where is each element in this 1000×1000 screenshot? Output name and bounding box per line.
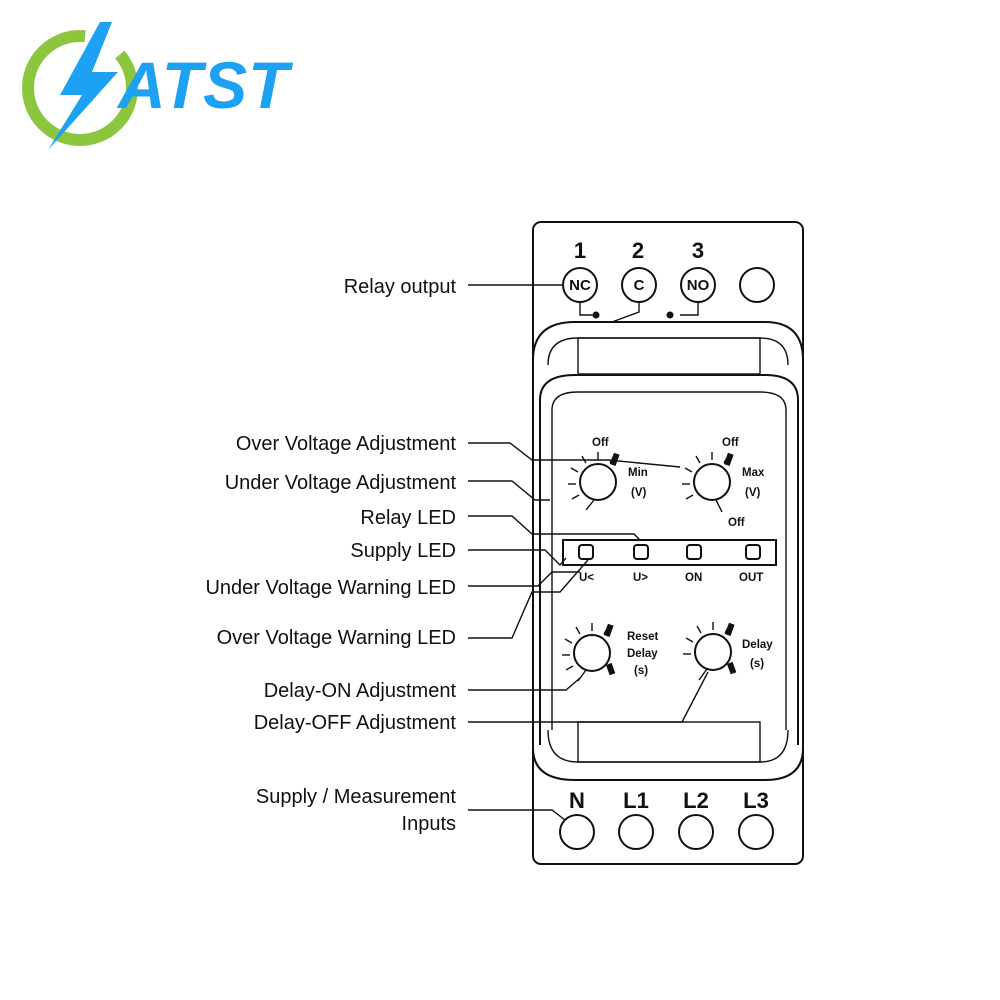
reset-delay-knob[interactable] [562, 623, 616, 682]
upper-bracket [532, 321, 804, 361]
device-outline [532, 221, 804, 865]
reset-label: Reset [627, 631, 658, 643]
led-over-voltage [633, 544, 649, 560]
max-label: Max [742, 467, 765, 479]
max-knob[interactable] [682, 452, 734, 513]
min-knob[interactable] [568, 452, 620, 511]
terminal-number-2: 2 [632, 238, 644, 263]
led-label-out: OUT [739, 572, 763, 584]
max-unit: (V) [745, 487, 761, 499]
callout-under-voltage-adjustment: Under Voltage Adjustment [225, 472, 457, 494]
terminal-label-c: C [634, 277, 645, 294]
logo-ring-icon [22, 30, 138, 146]
logo-text: ATST [116, 48, 293, 122]
reset-delay-unit: (s) [634, 665, 648, 677]
led-on [686, 544, 702, 560]
lower-bracket [532, 735, 804, 781]
front-panel [539, 374, 799, 745]
callout-supply-led: Supply LED [350, 540, 456, 562]
relay-contact-symbol [579, 302, 699, 323]
terminal-l2[interactable] [678, 814, 714, 850]
led-strip: Off U< U> ON OUT [562, 517, 777, 584]
callout-supply-inputs-line1: Supply / Measurement [256, 786, 457, 808]
terminal-label-l3: L3 [743, 788, 769, 813]
terminal-label-nc: NC [569, 277, 591, 294]
terminal-n[interactable] [559, 814, 595, 850]
terminal-label-no: NO [687, 277, 710, 294]
reset-delay-label: Delay [627, 648, 658, 660]
supply-terminals: N L1 L2 L3 [559, 788, 774, 850]
led-label-over: U> [633, 572, 648, 584]
callouts: Relay output Over Voltage Adjustment Und… [205, 276, 456, 835]
terminal-number-1: 1 [574, 238, 586, 263]
led-out [745, 544, 761, 560]
callout-under-voltage-warning-led: Under Voltage Warning LED [205, 577, 456, 599]
leader-lines [468, 284, 709, 821]
relay-terminals: 1 2 3 NC C NO [562, 238, 775, 323]
delay-label: Delay [742, 639, 773, 651]
callout-relay-led: Relay LED [360, 507, 456, 529]
callout-relay-output: Relay output [344, 276, 457, 298]
min-label: Min [628, 467, 648, 479]
callout-supply-inputs-line2: Inputs [402, 813, 456, 835]
terminal-l3[interactable] [738, 814, 774, 850]
terminal-l1[interactable] [618, 814, 654, 850]
delay-knob[interactable] [683, 622, 737, 681]
callout-over-voltage-warning-led: Over Voltage Warning LED [217, 627, 456, 649]
lightning-bolt-icon [48, 22, 118, 150]
atst-logo: ATST [22, 22, 293, 150]
callout-delay-on-adjustment: Delay-ON Adjustment [264, 680, 457, 702]
terminal-blank[interactable] [739, 267, 775, 303]
led-label-on: ON [685, 572, 702, 584]
contact-dot-1 [592, 311, 600, 319]
led-under-voltage [578, 544, 594, 560]
terminal-number-3: 3 [692, 238, 704, 263]
terminal-label-l2: L2 [683, 788, 709, 813]
min-off-label: Off [592, 437, 609, 449]
delay-unit: (s) [750, 658, 764, 670]
terminal-label-l1: L1 [623, 788, 649, 813]
max-off-label: Off [722, 437, 739, 449]
out-off-label: Off [728, 517, 745, 529]
min-unit: (V) [631, 487, 647, 499]
device-body [532, 221, 804, 865]
callout-over-voltage-adjustment: Over Voltage Adjustment [236, 433, 457, 455]
led-label-under: U< [579, 572, 594, 584]
terminal-label-n: N [569, 788, 585, 813]
contact-dot-2 [666, 311, 674, 319]
callout-delay-off-adjustment: Delay-OFF Adjustment [254, 712, 457, 734]
